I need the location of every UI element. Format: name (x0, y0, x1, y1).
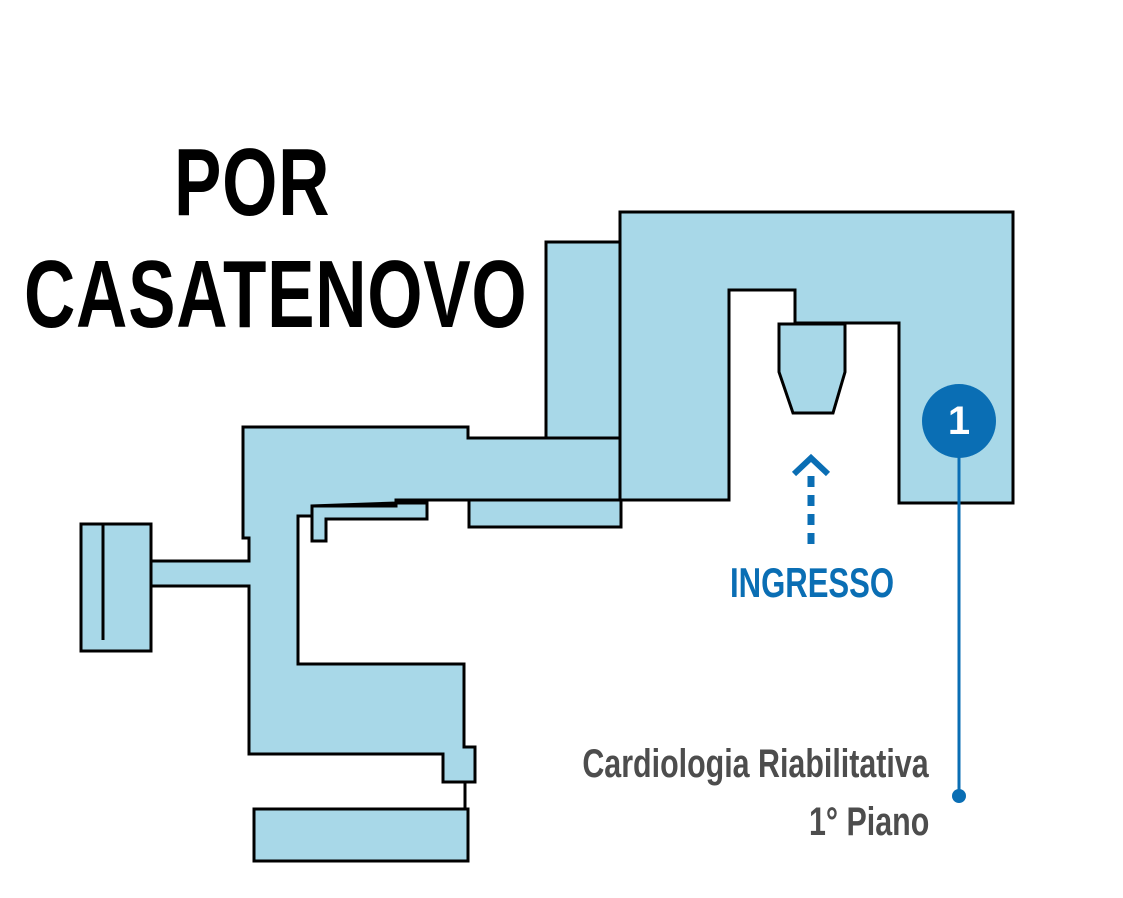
facility-title-line1: POR (174, 129, 331, 236)
building-north-block (544, 240, 622, 442)
facility-title-line2: CASATENOVO (24, 241, 528, 348)
building-annex-south (467, 498, 623, 529)
entrance-label: INGRESSO (730, 559, 895, 606)
marker-1-pin[interactable] (922, 384, 996, 458)
entrance-arrow (791, 453, 831, 546)
building-central (148, 425, 622, 784)
department-name: Cardiologia Riabilitativa (582, 742, 929, 786)
building-west-block (79, 522, 153, 653)
department-floor: 1° Piano (808, 800, 929, 844)
entrance-canopy (777, 322, 847, 415)
marker-leader-dot (952, 789, 966, 803)
marker-number[interactable]: 1 (947, 399, 971, 443)
building-step (310, 501, 429, 543)
building-south-block (252, 807, 470, 863)
